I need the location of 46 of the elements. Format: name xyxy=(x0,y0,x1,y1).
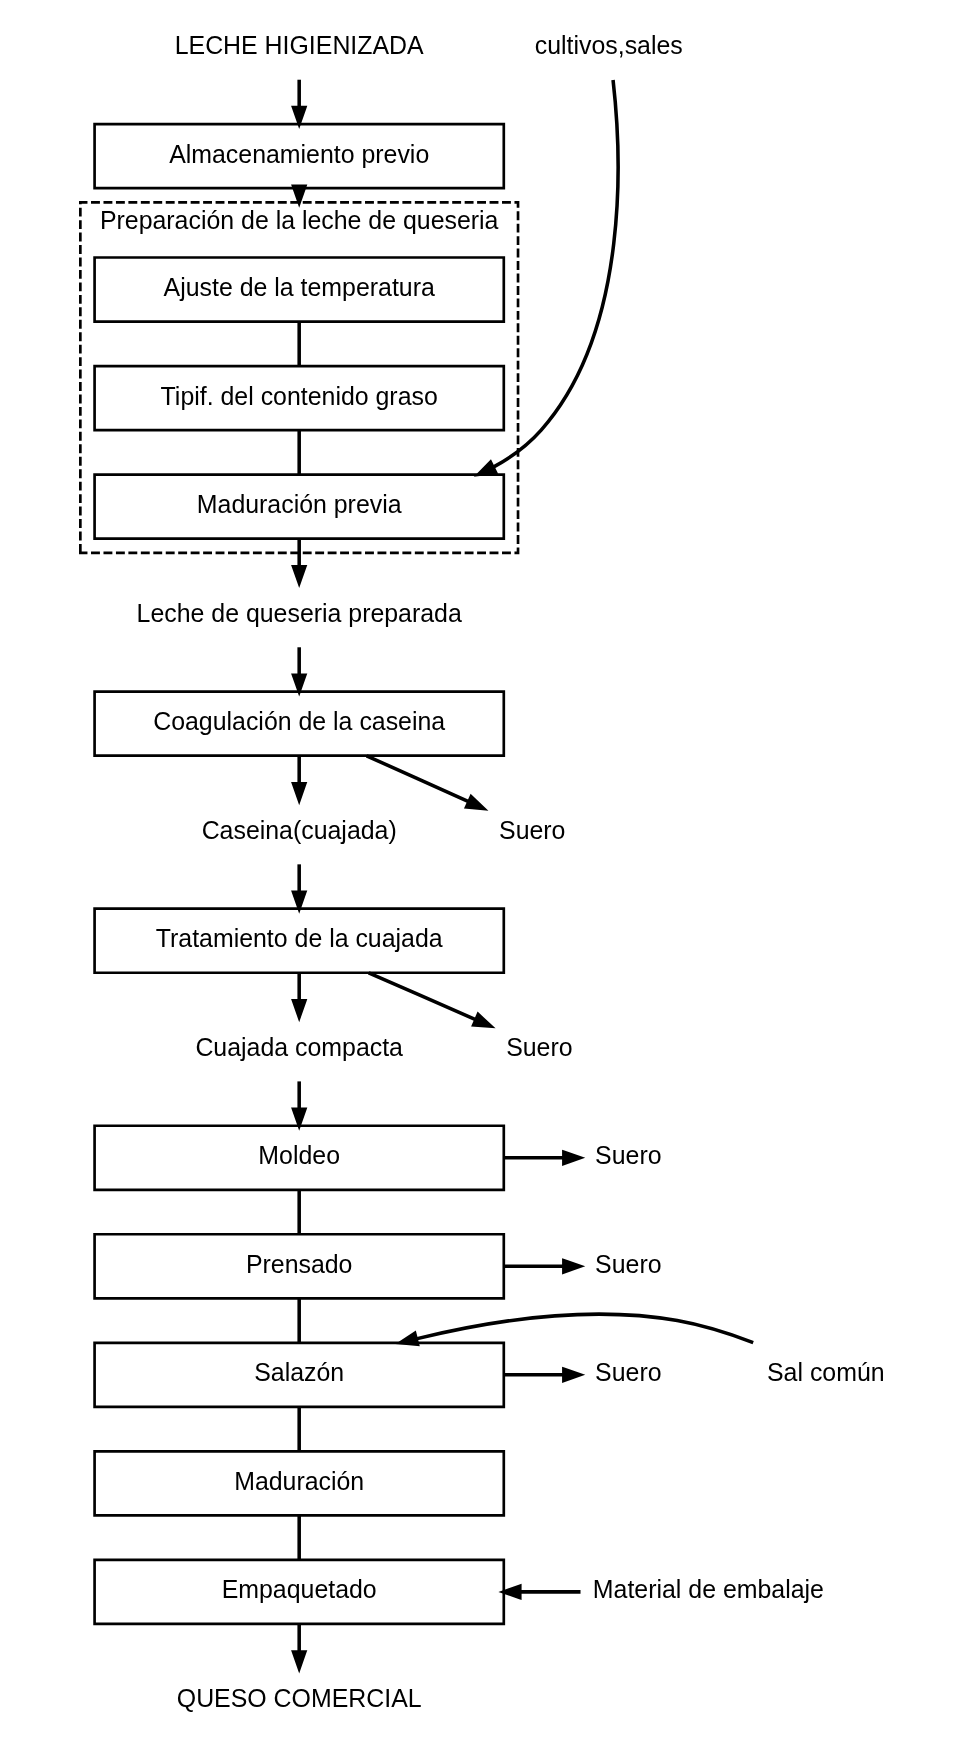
node-text: cultivos,sales xyxy=(534,31,683,60)
node-box: Tratamiento de la cuajada xyxy=(92,907,505,975)
node-box: Maduración xyxy=(92,1450,505,1517)
connector xyxy=(296,321,301,366)
node-text: Leche de queseria preparada xyxy=(136,598,462,627)
arrow xyxy=(290,972,307,1023)
node-box: Empaquetado xyxy=(92,1558,505,1626)
arrow xyxy=(394,1312,754,1347)
node-text: Suero xyxy=(594,1249,662,1278)
node-text: Suero xyxy=(498,815,565,844)
arrow xyxy=(365,754,488,811)
node-box: Ajuste de la temperatura xyxy=(92,256,505,323)
node-text: Suero xyxy=(505,1032,573,1061)
arrow xyxy=(503,1149,585,1166)
node-text: Cuajada compacta xyxy=(194,1032,403,1061)
node-text: Caseina(cuajada) xyxy=(201,815,397,844)
arrow xyxy=(503,1258,585,1275)
node-box: Moldeo xyxy=(92,1124,505,1192)
node-box: Prensado xyxy=(92,1232,505,1300)
arrow xyxy=(473,79,620,477)
node-text: Suero xyxy=(594,1141,662,1170)
arrow xyxy=(290,755,307,806)
node-text: Material de embalaje xyxy=(592,1575,824,1604)
connector xyxy=(296,1189,301,1234)
arrow xyxy=(367,971,496,1029)
node-box: Coagulación de la caseina xyxy=(92,690,505,757)
connector xyxy=(296,1298,301,1343)
connector xyxy=(296,1407,301,1451)
node-box: Salazón xyxy=(92,1341,505,1409)
node-text: QUESO COMERCIAL xyxy=(176,1684,422,1713)
arrow xyxy=(290,647,307,697)
arrow xyxy=(290,538,307,589)
arrow xyxy=(497,1583,580,1600)
node-box: Maduración previa xyxy=(92,473,505,540)
node-text: Suero xyxy=(594,1358,662,1387)
connector xyxy=(296,1515,301,1560)
arrow xyxy=(290,79,307,130)
node-box: Tipif. del contenido graso xyxy=(92,364,505,432)
arrow xyxy=(290,184,307,208)
arrow xyxy=(290,1081,307,1131)
arrow xyxy=(290,1624,307,1674)
arrow xyxy=(290,864,307,914)
arrow xyxy=(503,1366,585,1383)
node-text: Sal común xyxy=(766,1358,885,1387)
connector xyxy=(296,430,301,475)
node-text: LECHE HIGIENIZADA xyxy=(174,31,424,60)
